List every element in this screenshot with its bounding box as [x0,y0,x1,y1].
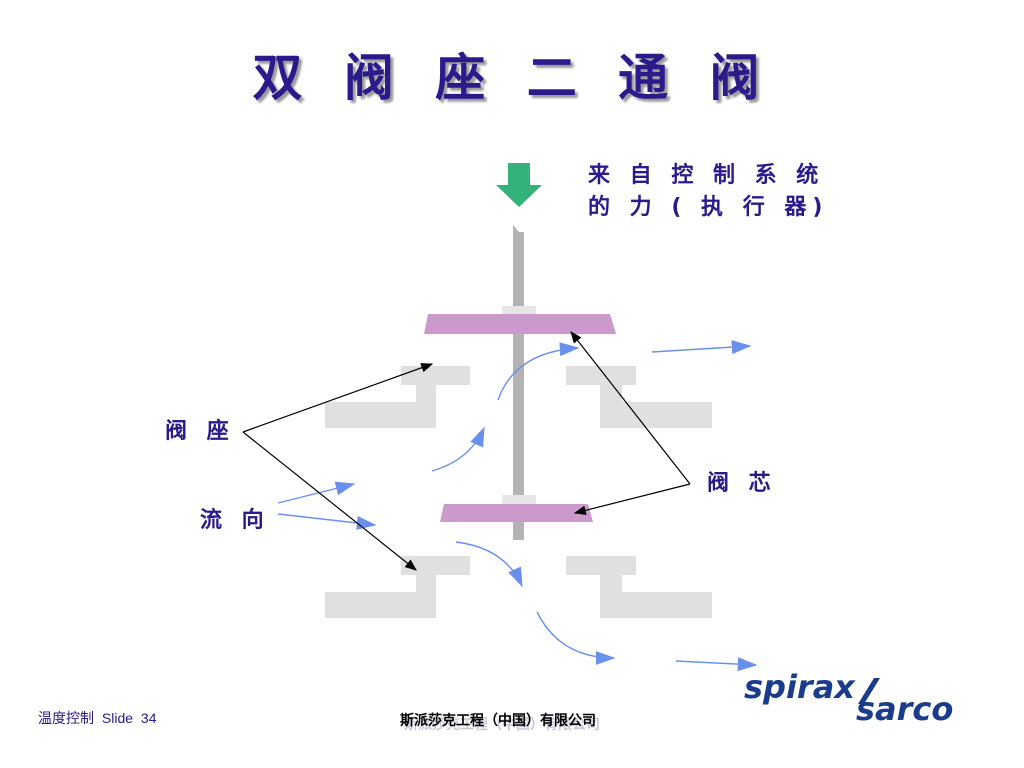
leader-lines [242,331,691,571]
force-label: 来 自 控 制 系 统 的 力 ( 执 行 器) [588,163,829,220]
seat-label: 阀 座 [165,419,235,444]
upper-left-body [325,366,470,428]
spirax-sarco-logo: spirax sarco [744,670,953,728]
lower-plug [440,504,593,522]
force-arrow-icon [496,163,542,207]
footer-slide-info: 温度控制 Slide 34 [38,708,161,728]
stem-collar-upper [502,306,536,315]
flow-label: 流 向 [200,508,270,533]
stem-collar-lower [502,495,536,504]
logo-text-sarco: sarco [856,690,953,728]
slide-title: 双 阀 座 二 通 阀 [252,49,772,107]
lower-left-body [325,556,470,618]
lower-right-body [566,556,712,618]
footer-company-shadow: 斯派莎克工程（中国）有限公司 [404,717,600,733]
logo-text-spirax: spirax [744,670,856,706]
footer-slide-number: 34 [140,710,157,726]
footer-section: 温度控制 [38,710,94,726]
upper-right-body [566,366,712,428]
flow-arrows [277,340,758,672]
valve-stem [513,225,524,540]
plug-label: 阀 芯 [707,471,777,496]
footer-slide-word: Slide [101,710,134,726]
upper-plug [424,314,616,334]
footer-company: 斯派莎克工程（中国）有限公司 [400,713,596,729]
logo-slash-icon [858,678,880,704]
